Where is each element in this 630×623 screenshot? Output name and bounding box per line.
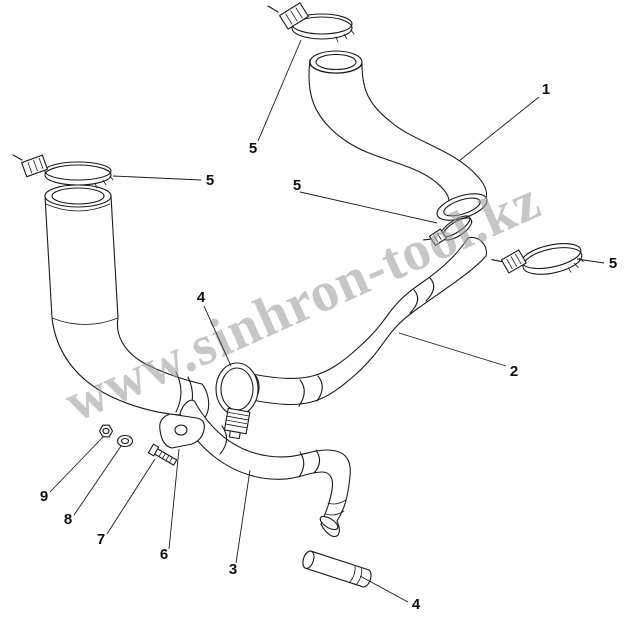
callout-upper-clamp: 5	[249, 140, 257, 157]
right-clamp	[491, 243, 584, 275]
callout-lower-hose: 3	[229, 561, 237, 578]
nut	[98, 424, 114, 438]
bottom-fitting	[302, 550, 372, 588]
lower-hose	[179, 399, 351, 538]
callout-junction-clamp: 5	[293, 177, 301, 194]
junction-clamp	[423, 215, 473, 246]
callout-washer: 8	[64, 511, 72, 528]
callout-nut: 9	[40, 488, 48, 505]
callout-center-clamp: 4	[197, 289, 206, 306]
callout-labels: 5 1 5 5 5 2 4 9 8 7 6 3 4	[40, 81, 617, 613]
upper-clamp	[267, 2, 355, 43]
callout-bolt: 7	[97, 531, 105, 548]
left-canister-clamp	[12, 154, 114, 189]
callout-bottom-fitting: 4	[412, 596, 421, 613]
callout-right-clamp: 5	[609, 255, 617, 272]
callout-upper-elbow-pipe: 1	[542, 81, 550, 98]
callout-middle-hose: 2	[510, 363, 518, 380]
washer	[116, 434, 134, 448]
left-canister-pipe	[44, 184, 210, 421]
center-clamp	[215, 362, 259, 440]
callout-left-canister-clamp: 5	[206, 172, 214, 189]
bracket	[159, 413, 205, 449]
bolt	[147, 443, 178, 466]
upper-elbow-pipe	[308, 50, 488, 221]
leader-lines	[49, 39, 605, 603]
callout-bracket: 6	[160, 546, 168, 563]
